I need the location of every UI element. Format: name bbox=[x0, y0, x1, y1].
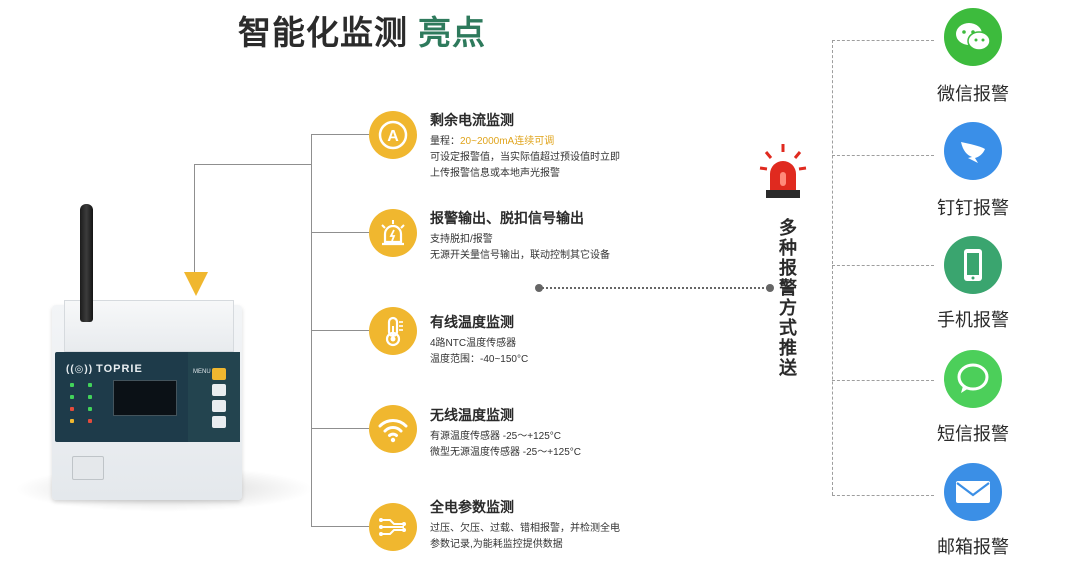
feature-title: 报警输出、脱扣信号输出 bbox=[430, 210, 584, 226]
alert-branch-line bbox=[832, 265, 934, 266]
current-meter-icon: A bbox=[369, 111, 417, 159]
wechat-icon bbox=[944, 8, 1002, 66]
alert-label-mobile: 手机报警 bbox=[937, 310, 1009, 330]
device-led bbox=[70, 419, 74, 423]
dotted-connector bbox=[538, 287, 772, 289]
connector-line bbox=[194, 164, 311, 165]
device-led bbox=[88, 407, 92, 411]
email-icon bbox=[944, 463, 1002, 521]
feature-desc: 支持脱扣/报警 无源开关量信号输出，联动控制其它设备 bbox=[430, 232, 690, 264]
feature-desc: 过压、欠压、过载、错相报警，并检测全电 参数记录,为能耗监控提供数据 bbox=[430, 521, 690, 553]
feature-desc-text: 支持脱扣/报警 bbox=[430, 234, 493, 245]
alert-label-dingtalk: 钉钉报警 bbox=[937, 198, 1009, 218]
feature-desc: 有源温度传感器 -25～+125°C 微型无源温度传感器 -25～+125°C bbox=[430, 429, 690, 461]
feature-title: 无线温度监测 bbox=[430, 407, 514, 423]
feature-title: 全电参数监测 bbox=[430, 499, 514, 515]
push-label: 多种报警方式推送 bbox=[779, 218, 797, 378]
circuit-icon bbox=[369, 503, 417, 551]
feature-desc-text: 有源温度传感器 -25～+125°C bbox=[430, 431, 561, 442]
page-title: 智能化监测亮点 bbox=[238, 6, 486, 54]
feature-desc-text: 4路NTC温度传感器 bbox=[430, 338, 517, 349]
connector-line bbox=[194, 164, 195, 274]
device-led bbox=[70, 407, 74, 411]
signal-icon: ((◎)) bbox=[66, 364, 94, 375]
feature-branch-line bbox=[311, 232, 369, 233]
antenna bbox=[80, 204, 93, 322]
device-menu-label: MENU bbox=[193, 369, 211, 375]
feature-desc-text: 无源开关量信号输出，联动控制其它设备 bbox=[430, 250, 610, 261]
feature-desc-text: 上传报警信息或本地声光报警 bbox=[430, 168, 560, 179]
title-main: 智能化监测 bbox=[238, 14, 408, 51]
device-panel-right bbox=[188, 352, 240, 442]
feature-desc: 4路NTC温度传感器 温度范围：-40~150°C bbox=[430, 336, 690, 368]
feature-branch-line bbox=[311, 428, 369, 429]
feature-desc-text: 微型无源温度传感器 -25～+125°C bbox=[430, 447, 581, 458]
device-brand: ((◎))TOPRIE bbox=[66, 363, 143, 375]
svg-text:A: A bbox=[387, 128, 399, 145]
feature-full-electrical-params: 全电参数监测 过压、欠压、过载、错相报警，并检测全电 参数记录,为能耗监控提供数… bbox=[430, 497, 690, 553]
feature-branch-line bbox=[311, 526, 369, 527]
device-led bbox=[88, 383, 92, 387]
feature-desc-text: 量程： bbox=[430, 136, 460, 147]
alert-bracket-line bbox=[832, 40, 833, 495]
alert-branch-line bbox=[832, 40, 934, 41]
device-key bbox=[212, 416, 226, 428]
dingtalk-icon bbox=[944, 122, 1002, 180]
device-brand-text: TOPRIE bbox=[96, 363, 143, 375]
thermometer-icon bbox=[369, 307, 417, 355]
connector-dot bbox=[535, 284, 543, 292]
mobile-phone-icon bbox=[944, 236, 1002, 294]
device-key bbox=[212, 384, 226, 396]
feature-desc-text: 过压、欠压、过载、错相报警，并检测全电 bbox=[430, 523, 620, 534]
feature-wireless-temperature: 无线温度监测 有源温度传感器 -25～+125°C 微型无源温度传感器 -25～… bbox=[430, 405, 690, 461]
connector-dot bbox=[766, 284, 774, 292]
alert-label-email: 邮箱报警 bbox=[937, 537, 1009, 557]
feature-title: 有线温度监测 bbox=[430, 314, 514, 330]
wifi-icon bbox=[369, 405, 417, 453]
alarm-siren-icon bbox=[758, 142, 808, 204]
alert-label-wechat: 微信报警 bbox=[937, 84, 1009, 104]
device-port bbox=[72, 456, 104, 480]
device-led bbox=[88, 395, 92, 399]
arrow-down-icon bbox=[184, 272, 208, 296]
device-led bbox=[70, 383, 74, 387]
feature-wired-temperature: 有线温度监测 4路NTC温度传感器 温度范围：-40~150°C bbox=[430, 312, 690, 368]
device-key bbox=[212, 368, 226, 380]
alert-branch-line bbox=[832, 380, 934, 381]
range-highlight: 20~2000mA连续可调 bbox=[460, 136, 555, 147]
feature-desc: 量程：20~2000mA连续可调 可设定报警值，当实际值超过预设值时立即 上传报… bbox=[430, 134, 690, 182]
alarm-light-icon bbox=[369, 209, 417, 257]
feature-branch-line bbox=[311, 134, 369, 135]
title-accent: 亮点 bbox=[418, 14, 486, 51]
device-led bbox=[88, 419, 92, 423]
feature-alarm-output: 报警输出、脱扣信号输出 支持脱扣/报警 无源开关量信号输出，联动控制其它设备 bbox=[430, 208, 690, 264]
feature-desc-text: 参数记录,为能耗监控提供数据 bbox=[430, 539, 563, 550]
alert-branch-line bbox=[832, 155, 934, 156]
feature-title: 剩余电流监测 bbox=[430, 112, 514, 128]
alert-label-sms: 短信报警 bbox=[937, 424, 1009, 444]
device-screen bbox=[113, 380, 177, 416]
feature-residual-current: 剩余电流监测 量程：20~2000mA连续可调 可设定报警值，当实际值超过预设值… bbox=[430, 110, 690, 182]
feature-branch-line bbox=[311, 330, 369, 331]
alert-branch-line bbox=[832, 495, 934, 496]
device-led bbox=[70, 395, 74, 399]
device-key bbox=[212, 400, 226, 412]
sms-icon bbox=[944, 350, 1002, 408]
feature-desc-text: 温度范围：-40~150°C bbox=[430, 354, 529, 365]
feature-desc-text: 可设定报警值，当实际值超过预设值时立即 bbox=[430, 152, 620, 163]
